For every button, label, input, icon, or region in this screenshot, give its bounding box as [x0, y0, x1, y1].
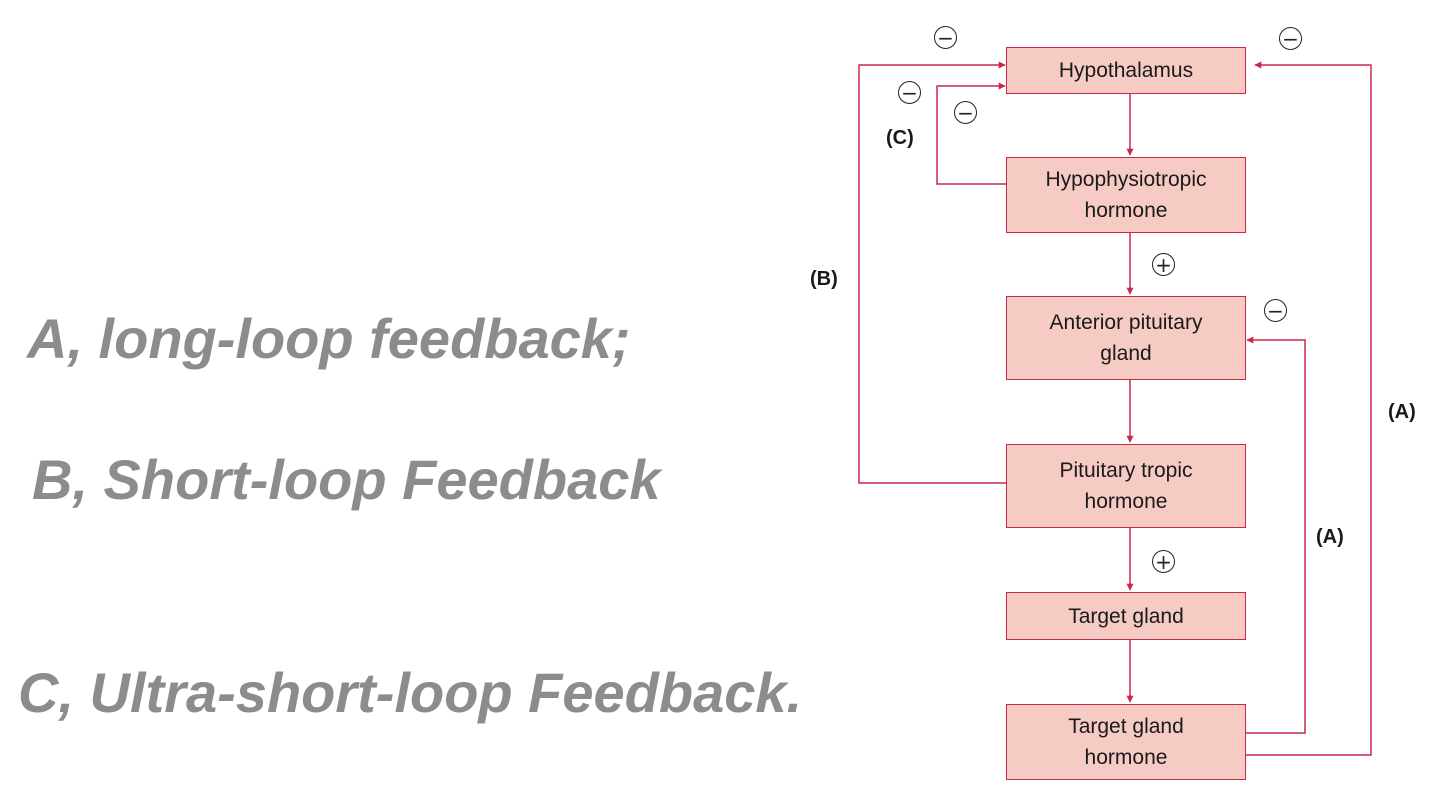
- negative-sign-loop-c-inner: −: [954, 101, 977, 124]
- box-hypothalamus: Hypothalamus: [1006, 47, 1246, 94]
- loop-label-c: (C): [886, 127, 914, 149]
- negative-sign-loop-b: −: [934, 26, 957, 49]
- loop-label-a-inner: (A): [1316, 526, 1344, 548]
- positive-sign-tropic-hormone: +: [1152, 550, 1175, 573]
- legend-short-loop: B, Short-loop Feedback: [32, 448, 661, 511]
- loop-b-path: [858, 61, 1006, 484]
- loop-a-outer-path: [1246, 61, 1372, 756]
- loop-a-inner-path: [1246, 336, 1306, 734]
- negative-sign-loop-a-inner: −: [1264, 299, 1287, 322]
- loop-c-path: [936, 82, 1006, 185]
- negative-sign-loop-c-outer: −: [898, 81, 921, 104]
- negative-sign-loop-a-outer: −: [1279, 27, 1302, 50]
- loop-label-a-outer: (A): [1388, 401, 1416, 423]
- loop-label-b: (B): [810, 268, 838, 290]
- legend-long-loop: A, long-loop feedback;: [27, 307, 631, 370]
- box-target-gland: Target gland: [1006, 592, 1246, 640]
- legend-ultra-short-loop: C, Ultra-short-loop Feedback.: [18, 661, 803, 724]
- positive-sign-hypophysiotropic: +: [1152, 253, 1175, 276]
